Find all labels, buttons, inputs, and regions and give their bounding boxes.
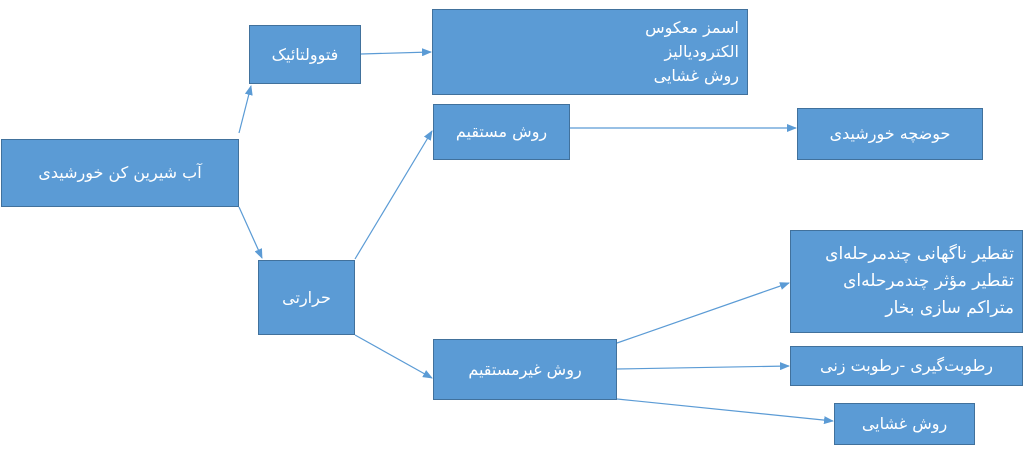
node-photovoltaic: فتوولتائیک [249,25,361,84]
arrow-root-to-thermal [238,206,263,259]
distillation-item: متراکم سازی بخار [885,298,1014,318]
node-indirect: روش غیرمستقیم [433,339,617,400]
pv-method-item: روش غشایی [653,66,739,85]
pv-method-item: الکترودیالیز [664,42,739,61]
node-solar-pond: حوضچه خورشیدی [797,108,983,160]
node-distillation: تقطیر ناگهانی چندمرحله‌ای تقطیر مؤثر چند… [790,230,1023,333]
distillation-item: تقطیر ناگهانی چندمرحله‌ای [825,244,1014,264]
node-membrane-label: روش غشایی [861,414,948,433]
pv-method-item: اسمز معکوس [645,18,739,37]
node-photovoltaic-label: فتوولتائیک [271,44,339,64]
node-humidification: رطوبت‌گیری -رطوبت زنی [790,346,1023,386]
node-membrane: روش غشایی [834,403,975,445]
distillation-item: تقطیر مؤثر چندمرحله‌ای [843,271,1014,291]
node-indirect-label: روش غیرمستقیم [468,359,582,379]
node-thermal: حرارتی [258,260,355,335]
node-direct: روش مستقیم [433,104,570,160]
arrow-thermal-to-indirect [354,334,433,379]
node-pv-methods: اسمز معکوس الکترودیالیز روش غشایی [432,9,748,95]
arrow-indirect-to-membrane [616,398,834,425]
arrow-photovoltaic-to-methods [360,48,432,57]
node-humidification-label: رطوبت‌گیری -رطوبت زنی [819,356,994,375]
arrow-indirect-to-humidification [616,362,790,371]
arrow-indirect-to-distillation [616,282,790,344]
node-thermal-label: حرارتی [282,287,331,307]
arrow-root-to-photovoltaic [238,85,253,134]
node-direct-label: روش مستقیم [455,122,548,141]
node-root-label: آب شیرین کن خورشیدی [38,163,202,182]
node-solar-pond-label: حوضچه خورشیدی [829,124,951,143]
arrow-thermal-to-direct [354,130,433,260]
node-root: آب شیرین کن خورشیدی [1,139,239,207]
